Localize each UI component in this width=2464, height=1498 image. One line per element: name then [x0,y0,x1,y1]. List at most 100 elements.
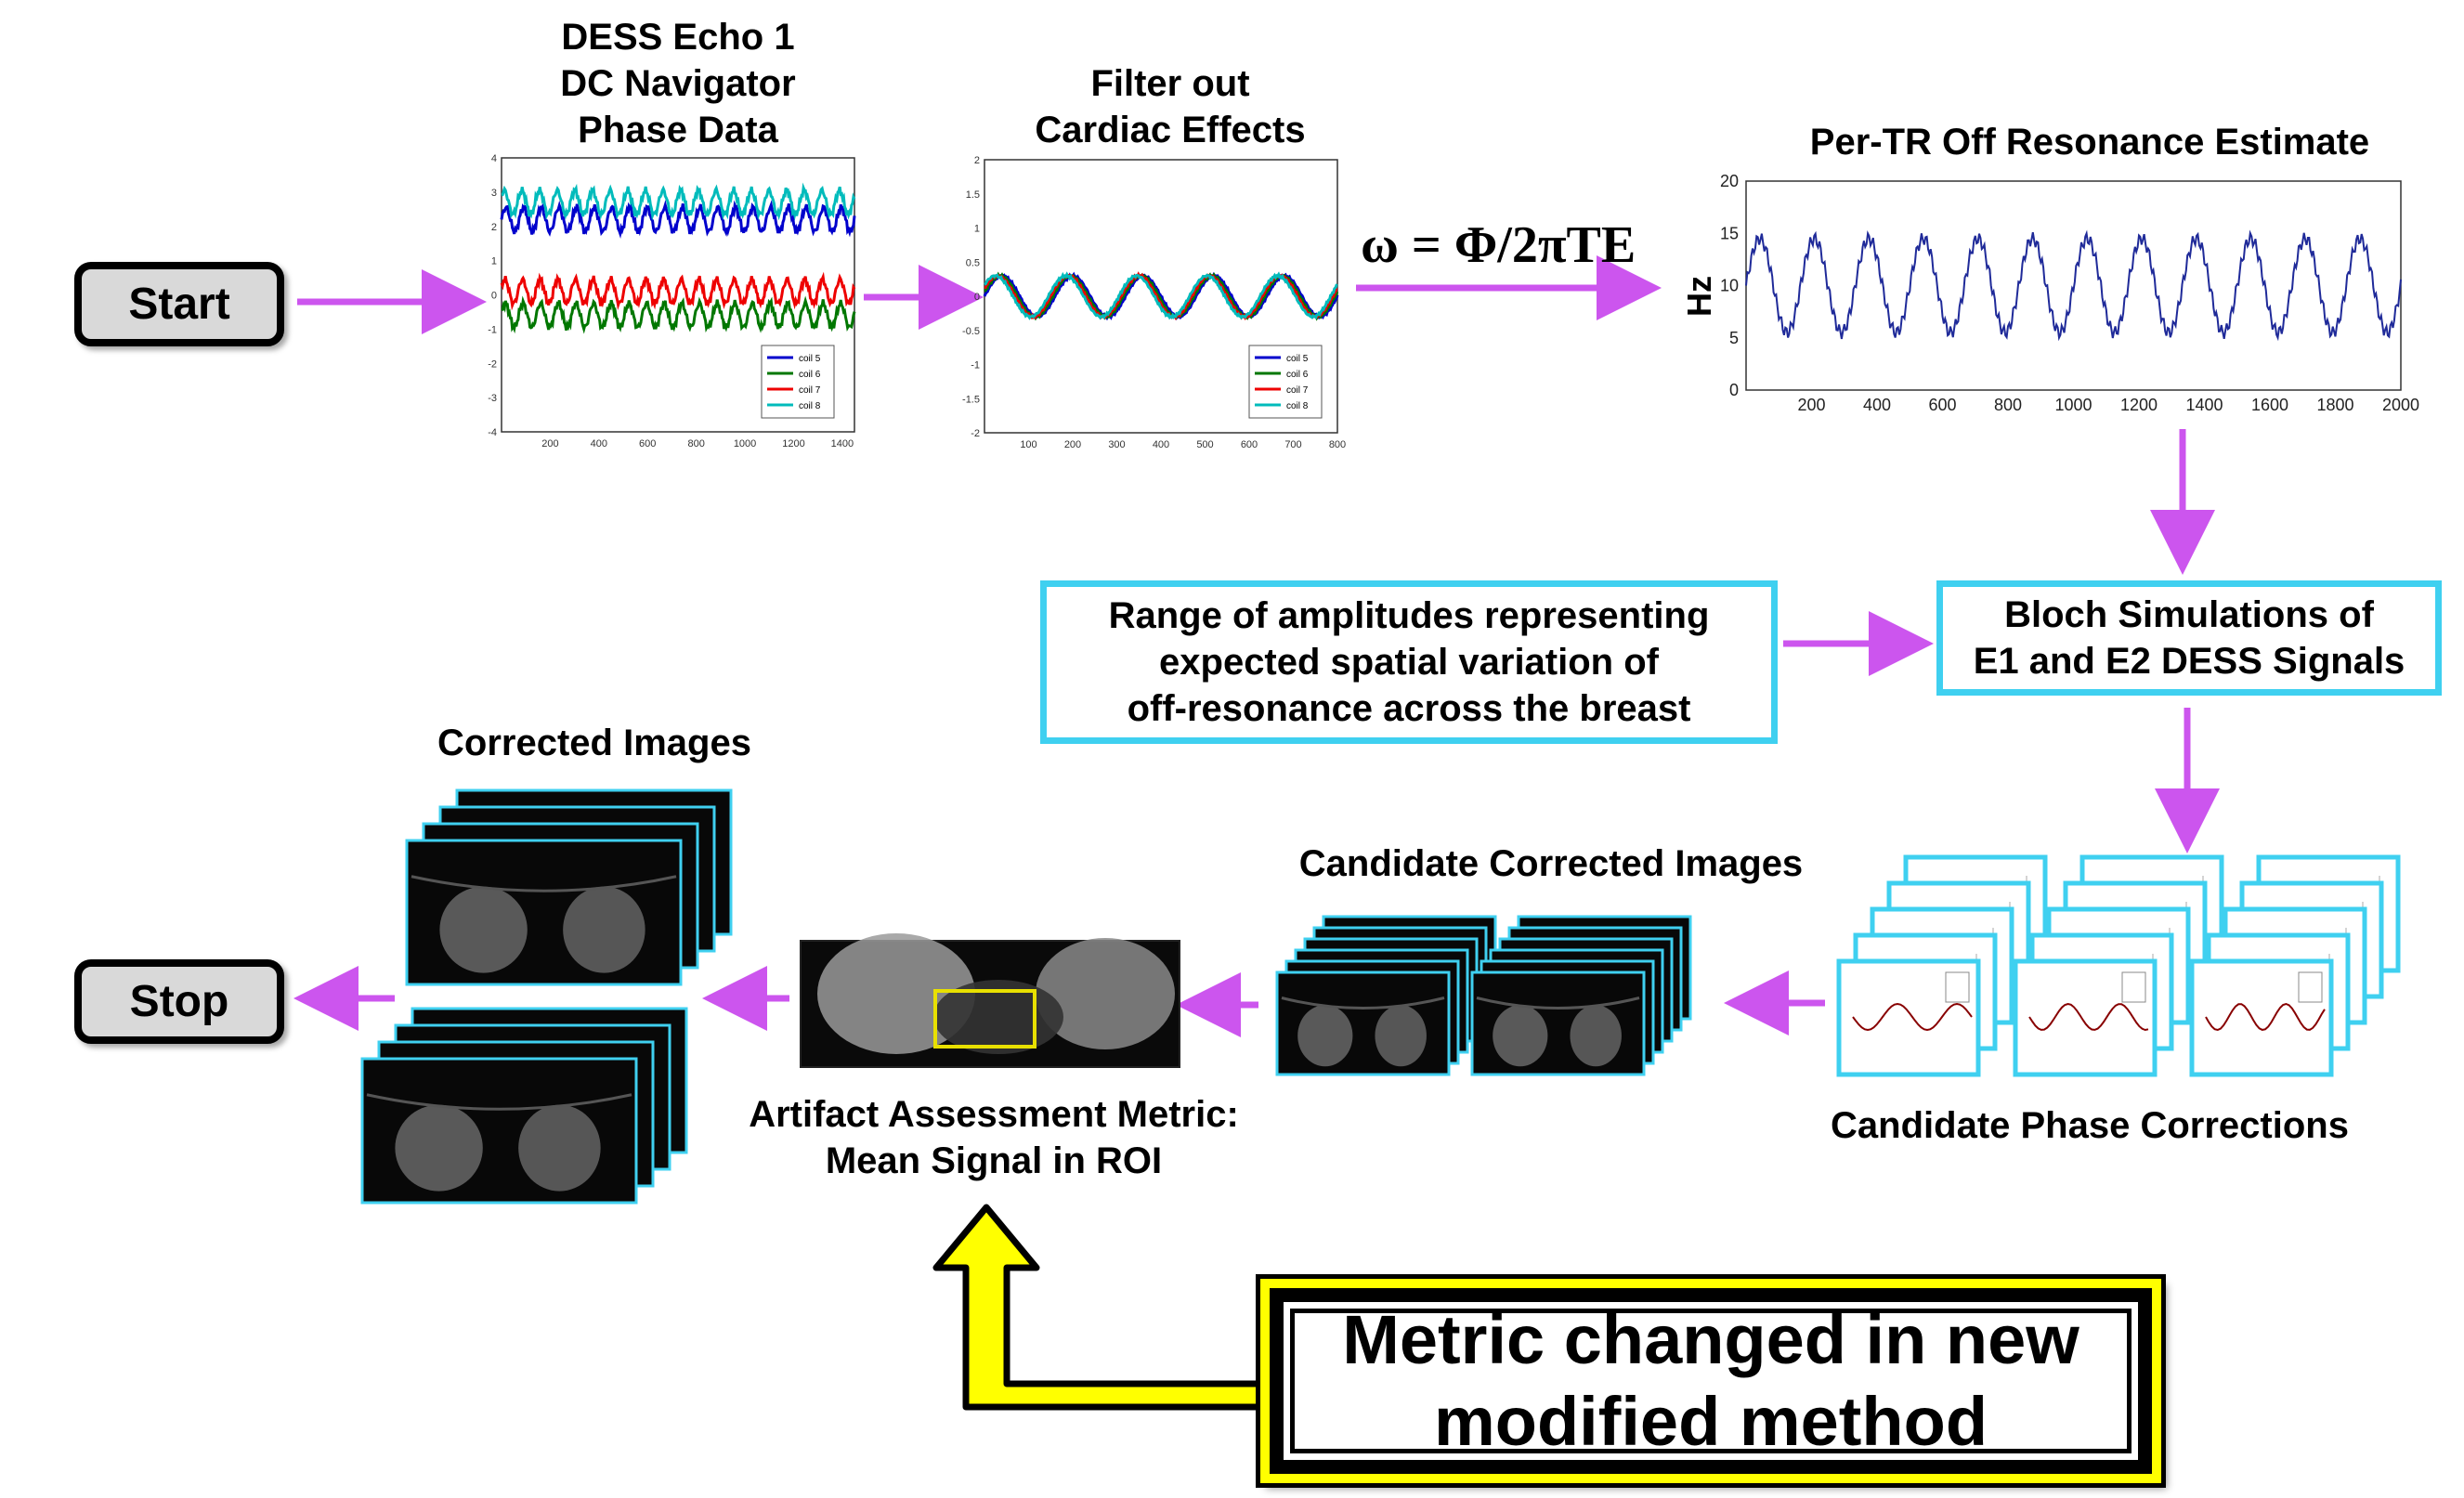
breast-right [563,886,645,973]
breast-right [518,1104,601,1192]
y-tick-label: 3 [491,188,497,199]
y-tick-label: 0 [491,291,497,302]
offres-series-group [1745,229,2402,342]
phase-legend [2298,971,2323,1003]
y-tick-label: -0.5 [962,326,980,337]
x-tick-label: 200 [541,438,558,449]
y-tick-label: -2 [971,428,980,439]
chest-wall [366,1093,632,1111]
metric-title: Artifact Assessment Metric: Mean Signal … [749,1094,1239,1181]
y-tick-label: -2 [488,358,497,370]
y-tick-label: -4 [488,427,497,438]
y-tick-label: -1 [488,324,497,335]
candidate-image-stacks [1275,915,1692,1076]
callout-box: Metric changed in new modified method [1256,1274,2166,1488]
phase-legend [2121,971,2146,1003]
x-tick-label: 500 [1196,439,1213,450]
y-tick-label: 1 [974,224,980,235]
x-tick-label: 400 [1153,439,1169,450]
equation: ω = Φ/2πTE [1361,216,1636,274]
x-tick-label: 1200 [782,438,804,449]
x-tick-label: 800 [1994,396,2022,414]
x-tick-label: 600 [1928,396,1956,414]
dess-series-group [500,182,856,334]
phase-card [1836,958,1981,1077]
x-tick-label: 200 [1797,396,1825,414]
chest-wall [411,875,677,892]
legend-label: coil 7 [799,385,821,396]
series-line-coil-7 [500,271,856,311]
y-tick-label: 4 [491,153,497,164]
offres-ylabel: Hz [1680,276,1718,317]
breast-left [1493,1005,1548,1067]
x-tick-label: 300 [1108,439,1125,450]
candidate-phase-stack [1836,854,2401,1077]
x-tick-label: 1000 [2054,396,2092,414]
breast-left [395,1104,483,1192]
phase-curve [1852,1002,1973,1032]
y-tick-label: 1 [491,256,497,267]
filter-legend-items: coil 5 coil 6 coil 7 coil 8 [1255,354,1309,411]
x-tick-label: 400 [1863,396,1891,414]
x-tick-label: 1000 [734,438,756,449]
x-tick-label: 600 [1241,439,1258,450]
series-line-coil-8 [501,182,856,221]
breast-left [1297,1005,1353,1067]
phase-legend [1945,971,1970,1003]
filter-series-group [983,271,1339,321]
candidate-images-title: Candidate Corrected Images [1298,843,1804,884]
x-tick-label: 1400 [831,438,854,449]
y-tick-label: 0.5 [966,257,980,268]
yellow-up-arrow [932,1204,1271,1411]
corrected-image-stacks [360,788,733,1205]
metric-image [800,933,1180,1068]
legend-label: coil 5 [1286,354,1309,364]
y-tick-label: 2 [974,155,980,166]
x-tick-label: 1200 [2120,396,2158,414]
y-tick-label: 0 [974,292,980,303]
y-tick-label: -1 [971,360,980,371]
y-tick-label: 10 [1720,277,1739,295]
legend-label: coil 8 [799,401,821,411]
y-tick-label: 20 [1720,172,1739,190]
y-tick-label: 1.5 [966,189,980,201]
bloch-box: Bloch Simulations of E1 and E2 DESS Sign… [1936,580,2442,696]
start-terminal: Start [74,262,284,346]
stop-terminal: Stop [74,959,284,1044]
x-tick-label: 800 [687,438,704,449]
x-tick-label: 1600 [2251,396,2288,414]
legend-label: coil 6 [1286,370,1309,380]
breast-left [439,886,528,973]
callout-inner: Metric changed in new modified method [1290,1301,2132,1460]
start-label: Start [128,280,230,329]
stop-label: Stop [129,977,229,1026]
legend-label: coil 5 [799,354,821,364]
roi-box [933,989,1036,1049]
y-tick-label: -1.5 [962,394,980,405]
candidate-phase-title: Candidate Phase Corrections [1831,1105,2349,1146]
offres-title: Per-TR Off Resonance Estimate [1809,122,2370,163]
series-line-coil-8 [984,271,1338,320]
x-tick-label: 200 [1064,439,1081,450]
phase-curve [2205,1002,2326,1032]
chest-wall [1281,996,1445,1010]
breast-right [1375,1005,1427,1067]
filter-title: Filter out Cardiac Effects [1035,63,1306,150]
filter-legend: coil 5 coil 6 coil 7 coil 8 [1248,345,1323,419]
y-tick-label: 2 [491,222,497,233]
series-line-coil-5 [500,200,856,240]
chest-wall [1476,996,1640,1010]
legend-label: coil 8 [1286,401,1309,411]
legend-label: coil 7 [1286,385,1309,396]
x-tick-label: 400 [591,438,607,449]
y-tick-label: 5 [1729,329,1739,347]
x-tick-label: 800 [1329,439,1346,450]
